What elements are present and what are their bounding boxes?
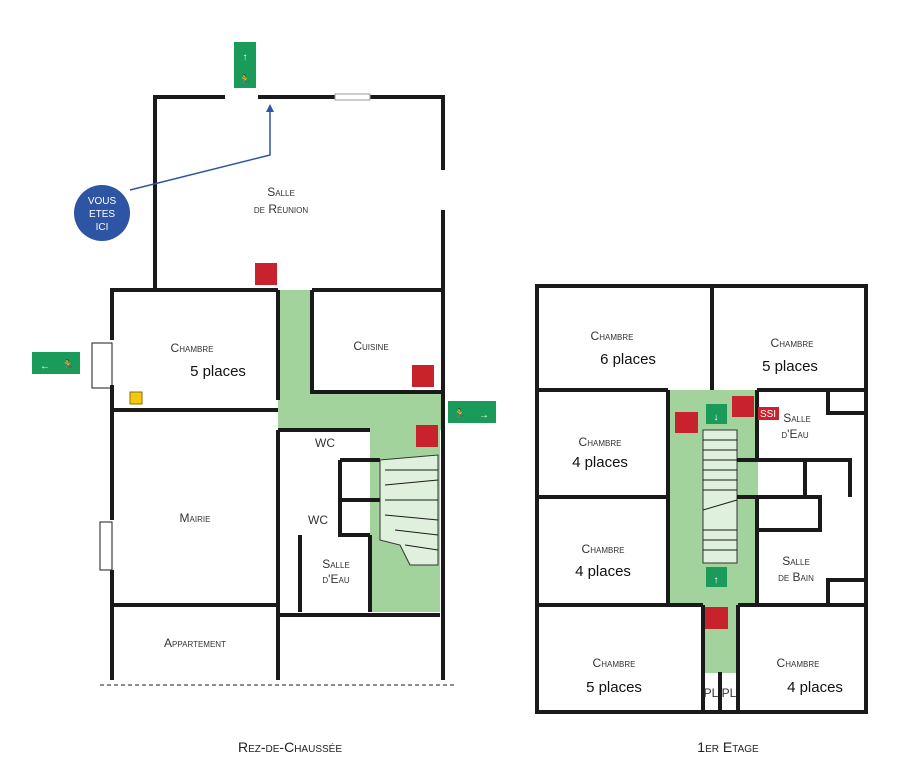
room-label-salle-reunion: de Réunion [254, 202, 308, 216]
room-label-salle-bain: Salle [782, 554, 810, 568]
svg-text:↑: ↑ [714, 575, 719, 586]
room-label-chambre: Chambre [582, 542, 625, 556]
staircase [702, 429, 738, 564]
room-label-salle-eau: Salle [783, 411, 811, 425]
room-capacity: 4 places [575, 563, 631, 580]
room-label-salle-eau: Salle [322, 557, 350, 571]
room-capacity: 5 places [762, 358, 818, 375]
fire-alarm-icon [675, 412, 698, 433]
room-label-salle-bain: de Bain [778, 570, 814, 584]
first-floor-walls [535, 284, 868, 714]
you-are-here-label: VOUS [88, 196, 117, 207]
ssi-text: SSI [760, 409, 776, 420]
you-are-here-label: ICI [96, 222, 109, 233]
you-are-here-marker: VOUS ETES ICI [74, 104, 274, 241]
first-floor-caption: 1er Etage [697, 739, 759, 755]
svg-text:↑: ↑ [243, 52, 248, 63]
room-label-salle-eau: d'Eau [322, 572, 349, 586]
room-capacity: 5 places [586, 679, 642, 696]
exit-sign-icon: 🏃 → [448, 401, 496, 423]
room-label-cuisine: Cuisine [353, 339, 388, 353]
svg-text:↓: ↓ [714, 412, 719, 423]
ground-walls [91, 93, 455, 686]
exit-sign-icon: ← 🏃 [32, 352, 80, 374]
electrical-panel-icon [129, 391, 143, 405]
exit-sign-icon: ↑ 🏃 [234, 42, 256, 88]
svg-text:→: → [479, 410, 489, 421]
room-label-chambre: Chambre [593, 656, 636, 670]
ground-floor-plan: VOUS ETES ICI Salle de Réunion Chambre 5… [32, 42, 496, 755]
room-capacity: 5 places [190, 363, 246, 380]
svg-text:🏃: 🏃 [454, 407, 466, 420]
room-label-appartement: Appartement [164, 636, 226, 650]
room-label-chambre: Chambre [771, 336, 814, 350]
room-capacity: 4 places [572, 454, 628, 471]
room-label-salle-eau: d'Eau [781, 427, 808, 441]
staircase [379, 454, 439, 566]
room-label-chambre: Chambre [579, 435, 622, 449]
svg-text:←: ← [40, 361, 50, 372]
room-label-mairie: Mairie [180, 511, 211, 525]
exit-arrow-up-icon: ↑ [706, 567, 727, 587]
you-are-here-label: ETES [89, 209, 115, 220]
svg-text:🏃: 🏃 [62, 358, 74, 371]
first-floor-plan: Chambre 6 places Chambre 5 places Chambr… [535, 284, 868, 755]
exit-arrow-down-icon: ↓ [706, 404, 727, 424]
room-capacity: 4 places [787, 679, 843, 696]
fire-alarm-icon [705, 607, 728, 629]
svg-text:🏃: 🏃 [239, 73, 251, 86]
ground-floor-caption: Rez-de-Chaussée [238, 739, 342, 755]
room-label-chambre: Chambre [171, 341, 214, 355]
fire-alarm-icon [416, 425, 438, 447]
fire-extinguisher-icon [732, 396, 754, 417]
room-label-chambre: Chambre [591, 329, 634, 343]
fire-extinguisher-icon [412, 365, 434, 387]
room-label-wc: WC [315, 436, 335, 450]
room-label-pl: PL [722, 686, 737, 700]
room-label-wc: WC [308, 513, 328, 527]
ssi-label: SSI [758, 407, 779, 420]
room-label-pl: PL [704, 686, 719, 700]
room-label-chambre: Chambre [777, 656, 820, 670]
room-label-salle-reunion: Salle [267, 185, 295, 199]
room-capacity: 6 places [600, 351, 656, 368]
fire-extinguisher-icon [255, 263, 277, 285]
